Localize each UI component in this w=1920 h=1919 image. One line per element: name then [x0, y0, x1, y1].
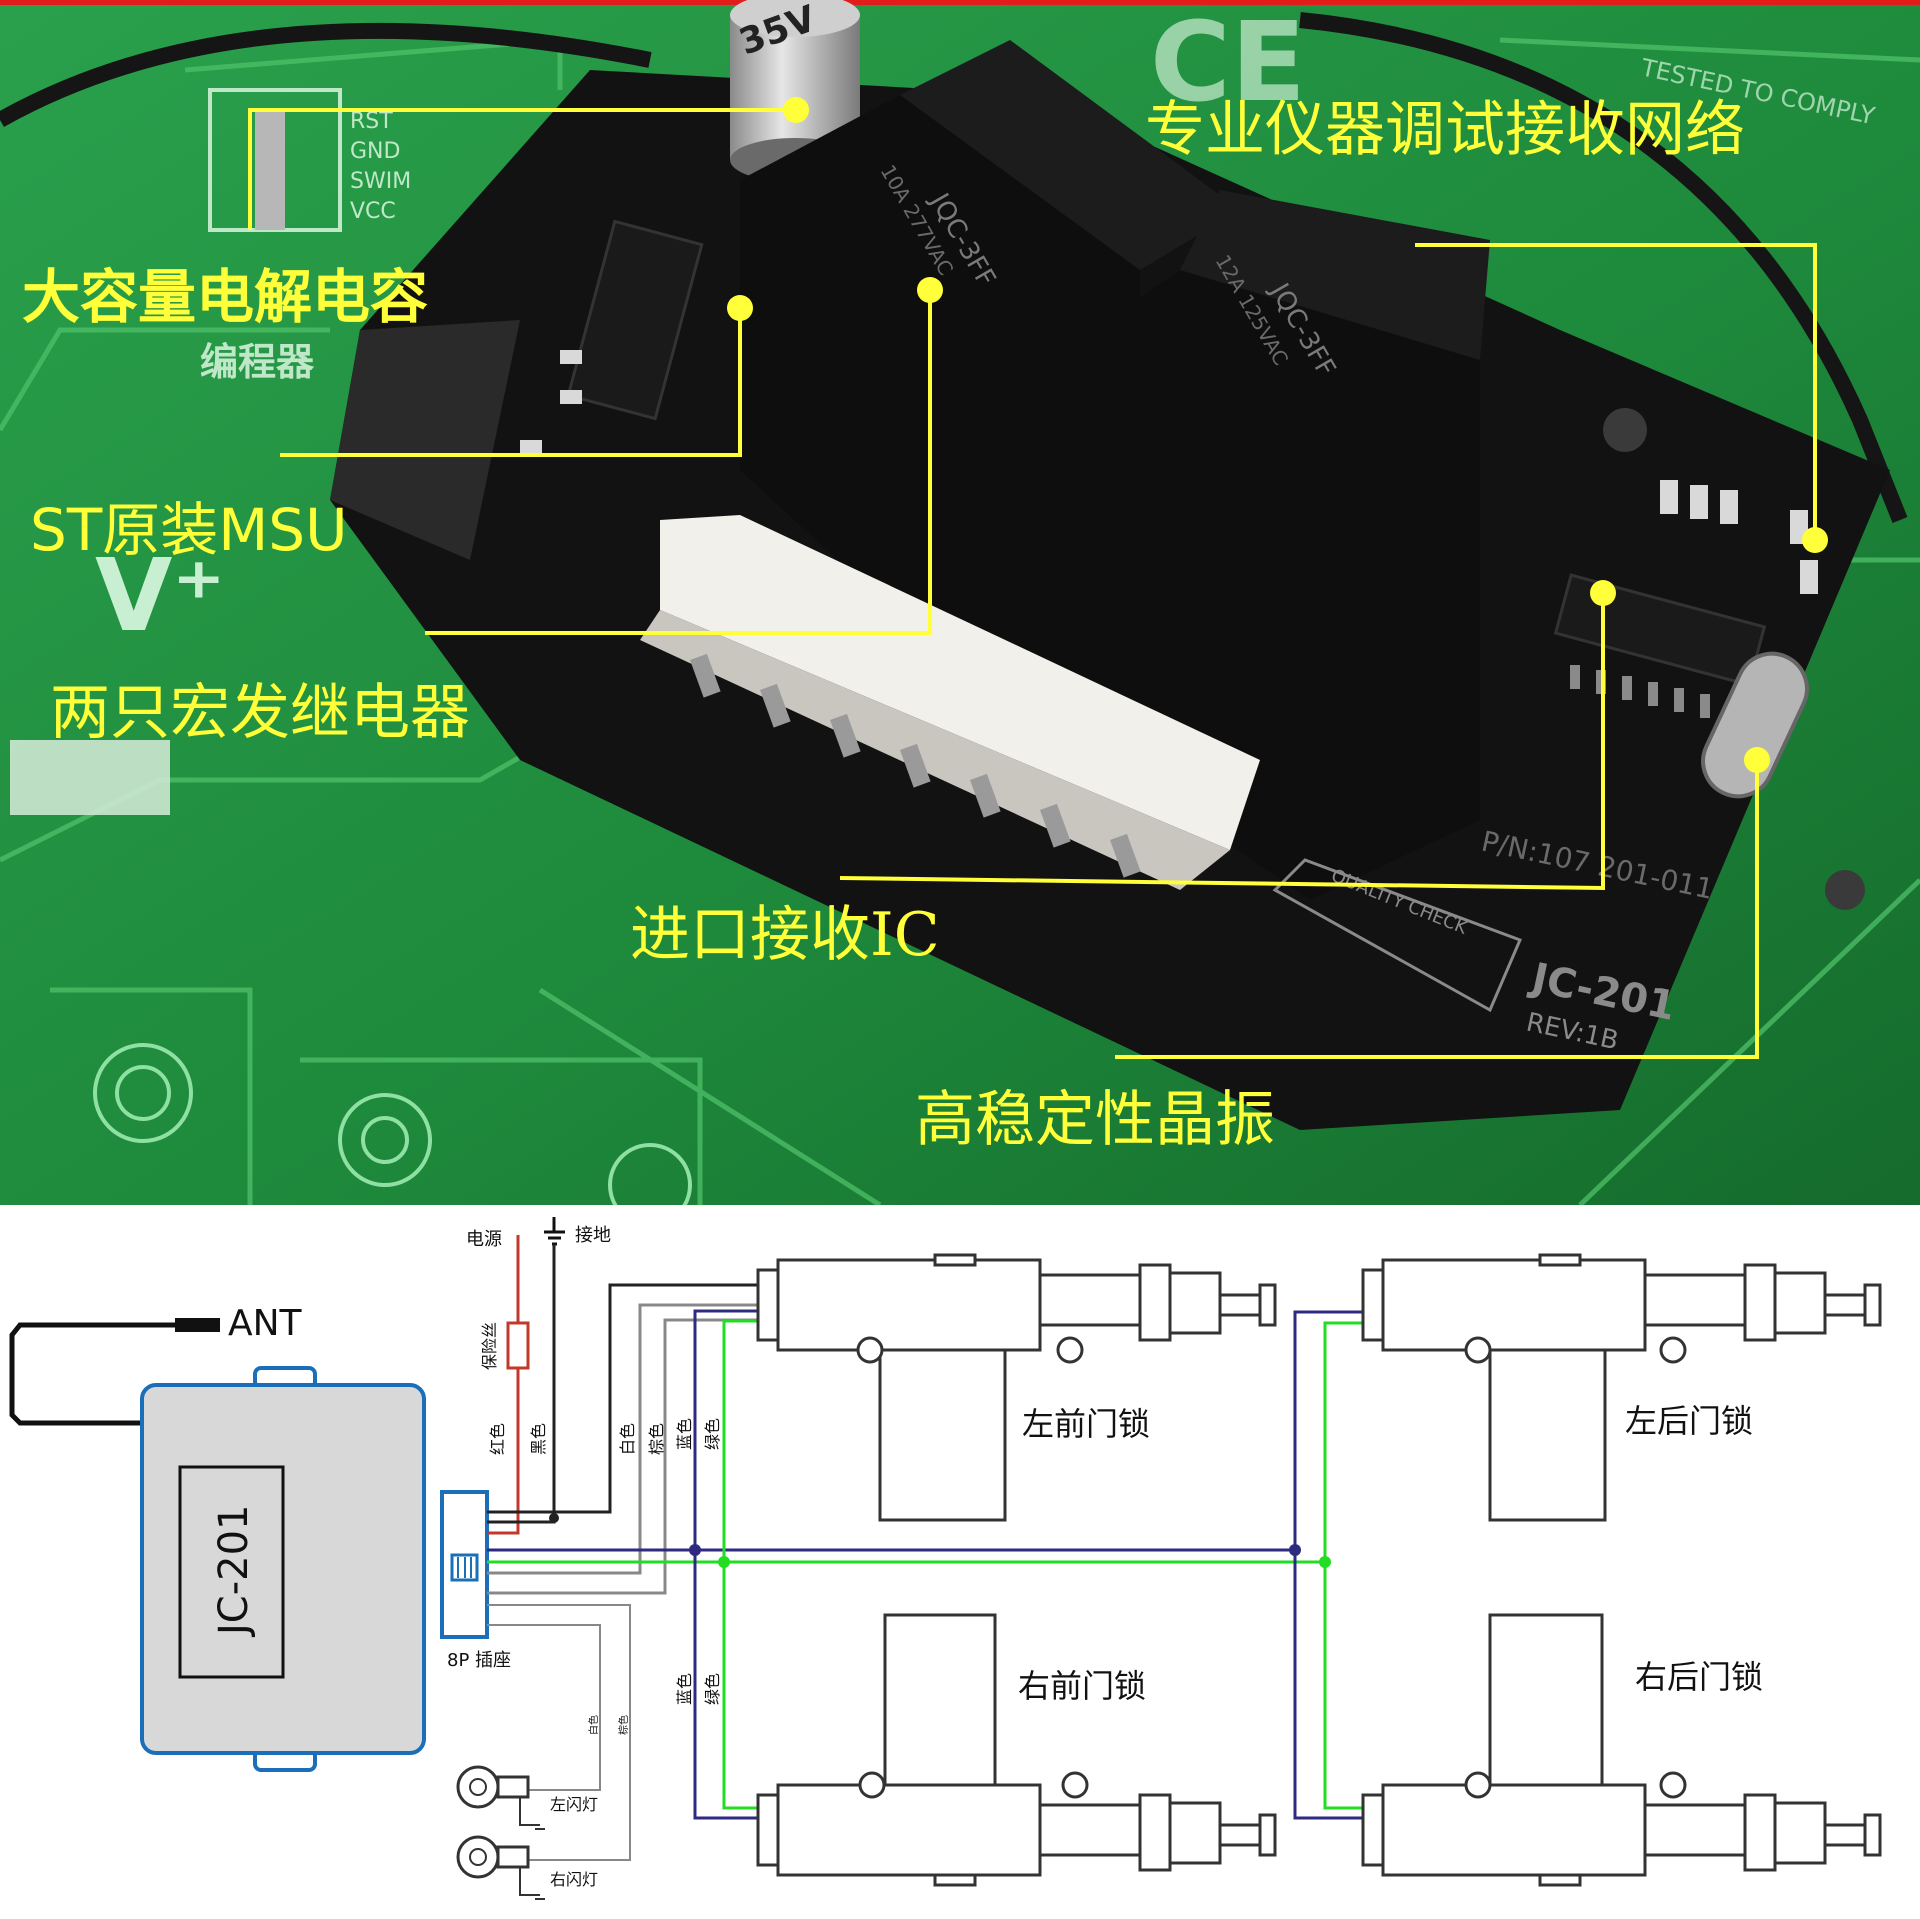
callout-line-ic — [839, 593, 1605, 891]
pin-vcc: VCC — [350, 199, 396, 224]
rear-left-lock-label: 左后门锁 — [1625, 1402, 1753, 1440]
blue-wire-label-lower: 蓝色 — [675, 1673, 694, 1705]
pcb-silk-pad — [10, 740, 170, 815]
brown-wire-label: 棕色 — [647, 1423, 666, 1455]
callout-line-network — [1415, 243, 1817, 540]
mcu-chip — [566, 219, 704, 421]
board-hole — [1603, 408, 1647, 452]
callout-line-relays — [425, 290, 932, 635]
green-wire-label: 绿色 — [703, 1418, 722, 1450]
cable-left — [0, 22, 652, 127]
wiring-diagram-svg: ANT JC-201 8P 插座 电源 接地 保险丝 红色 黑色 — [9, 1217, 1882, 1900]
product-photo-illustration: V⁺ CE TESTED TO COMPLY RST GND SWIM VCC … — [0, 0, 1920, 1205]
white-wire-label: 白色 — [618, 1423, 637, 1455]
callout-crystal: 高稳定性晶振 — [915, 1085, 1275, 1155]
ground-symbol — [544, 1217, 565, 1246]
right-flash-label: 右闪灯 — [550, 1870, 598, 1889]
right-flash-light: 右闪灯 — [456, 1835, 598, 1900]
flash-white-label: 白色 — [587, 1715, 600, 1735]
green-wire-label-lower: 绿色 — [703, 1673, 722, 1705]
top-red-border — [0, 0, 1920, 5]
front-right-lock-label: 右前门锁 — [1018, 1667, 1146, 1705]
wire-junctions-left — [689, 1544, 730, 1568]
ce-mark: CE — [1150, 0, 1306, 126]
connector-label: 8P 插座 — [447, 1650, 511, 1671]
lock-wires-right — [1293, 1310, 1365, 1820]
callout-capacitor: 大容量电解电容 — [22, 263, 428, 331]
callout-lines — [248, 108, 1817, 1059]
board-edge — [330, 320, 520, 560]
ground-label: 接地 — [575, 1225, 611, 1246]
callout-mcu: ST原装MSU — [30, 496, 348, 564]
front-left-lock-label: 左前门锁 — [1022, 1405, 1150, 1443]
callout-line-mcu — [280, 300, 742, 457]
red-wire-label: 红色 — [488, 1423, 507, 1455]
connector-8p: 8P 插座 — [440, 1490, 511, 1671]
red-wire: 保险丝 红色 — [480, 1235, 530, 1535]
pcb-hole — [1825, 870, 1865, 910]
wire-junctions-right — [1289, 1544, 1331, 1568]
black-wire: 黑色 — [487, 1244, 559, 1524]
ant-label: ANT — [228, 1303, 303, 1344]
callout-line-capacitor — [248, 108, 796, 230]
lock-wires-left — [487, 1283, 1325, 1820]
lock-rear-right: 右后门锁 — [1361, 1613, 1882, 1887]
receiver-module: JC-201 — [140, 1366, 426, 1772]
pin-rst: RST — [350, 109, 393, 134]
module-label: JC-201 — [211, 1504, 257, 1638]
callout-line-crystal — [1115, 760, 1759, 1059]
programmer-label: 编程器 — [200, 340, 315, 384]
callout-network: 专业仪器调试接收网络 — [1145, 95, 1745, 165]
lock-front-right: 右前门锁 — [756, 1613, 1277, 1887]
antenna-cable — [1299, 12, 1908, 523]
programmer-block: RST GND SWIM VCC 编程器 — [200, 88, 411, 384]
fuse-label: 保险丝 — [480, 1322, 499, 1370]
flash-brown-label: 棕色 — [617, 1715, 630, 1735]
lock-front-left: 左前门锁 — [756, 1253, 1277, 1522]
smd-components — [520, 350, 1818, 594]
pin-swim: SWIM — [350, 169, 411, 194]
pin-gnd: GND — [350, 139, 400, 164]
callout-ic: 进口接收IC — [630, 900, 940, 970]
callout-relays: 两只宏发继电器 — [50, 678, 470, 748]
blue-wire-label: 蓝色 — [675, 1418, 694, 1450]
black-wire-label: 黑色 — [529, 1423, 548, 1455]
callout-dots — [727, 97, 1828, 773]
power-label: 电源 — [466, 1229, 502, 1250]
wiring-diagram: ANT JC-201 8P 插座 电源 接地 保险丝 红色 黑色 — [0, 1205, 1920, 1915]
lock-rear-left: 左后门锁 — [1361, 1253, 1882, 1522]
pcb-mounting-rings — [93, 1043, 692, 1205]
antenna: ANT — [9, 1303, 303, 1426]
flash-light-wires — [487, 1604, 631, 1861]
product-photo: V⁺ CE TESTED TO COMPLY RST GND SWIM VCC … — [0, 0, 1920, 1205]
left-flash-label: 左闪灯 — [550, 1795, 598, 1814]
pcb-silk-v: V⁺ — [95, 537, 225, 654]
crystal-oscillator — [1701, 651, 1809, 799]
left-flash-light: 左闪灯 — [456, 1765, 598, 1830]
rear-right-lock-label: 右后门锁 — [1635, 1658, 1763, 1696]
white-connector — [640, 515, 1260, 890]
